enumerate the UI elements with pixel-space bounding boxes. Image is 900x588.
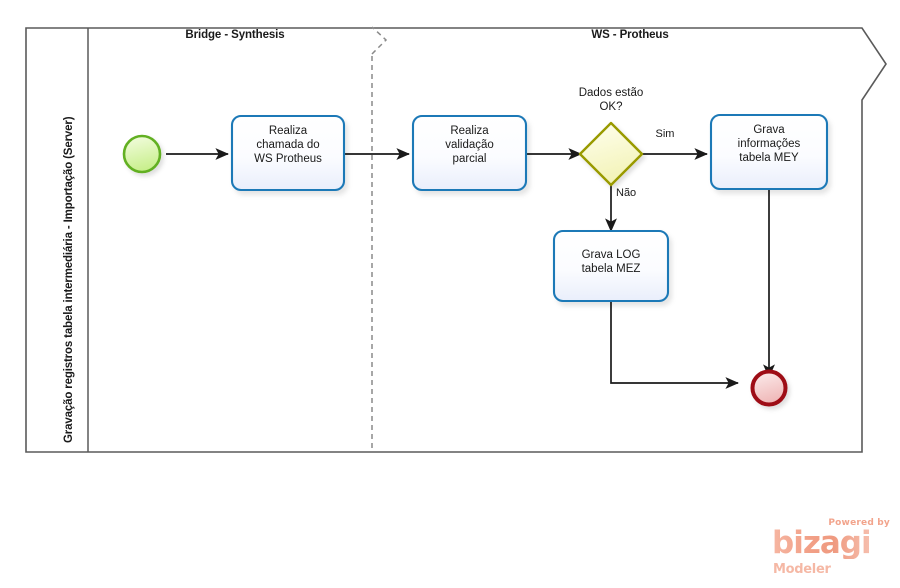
task-shape-realiza-validacao[interactable] [411, 114, 528, 192]
milestone-chevron-icon [371, 26, 388, 55]
task-shape-realiza-chamada[interactable] [230, 114, 346, 192]
start-event-circle [122, 134, 162, 174]
flow-task4-to-end[interactable] [610, 301, 739, 389]
task-shapes-layer [230, 113, 829, 303]
lane-title: Gravação registros tabela intermediária … [63, 116, 75, 443]
task-shape-grava-log[interactable] [552, 229, 670, 303]
bizagi-product-text: Modeler [773, 562, 831, 577]
start-event[interactable] [122, 134, 162, 174]
end-event[interactable] [750, 369, 788, 407]
exclusive-gateway[interactable] [578, 121, 644, 187]
bizagi-powered-by-text: Powered by [828, 518, 890, 528]
milestone-divider [371, 26, 388, 452]
sequence-flows-layer [166, 148, 775, 389]
end-event-circle [750, 369, 788, 407]
gateway-diamond [578, 121, 644, 187]
bizagi-brand-text: bizagi [772, 525, 872, 561]
bizagi-watermark: Powered by bizagi Modeler [770, 518, 892, 580]
task-shape-grava-informacoes[interactable] [709, 113, 829, 191]
